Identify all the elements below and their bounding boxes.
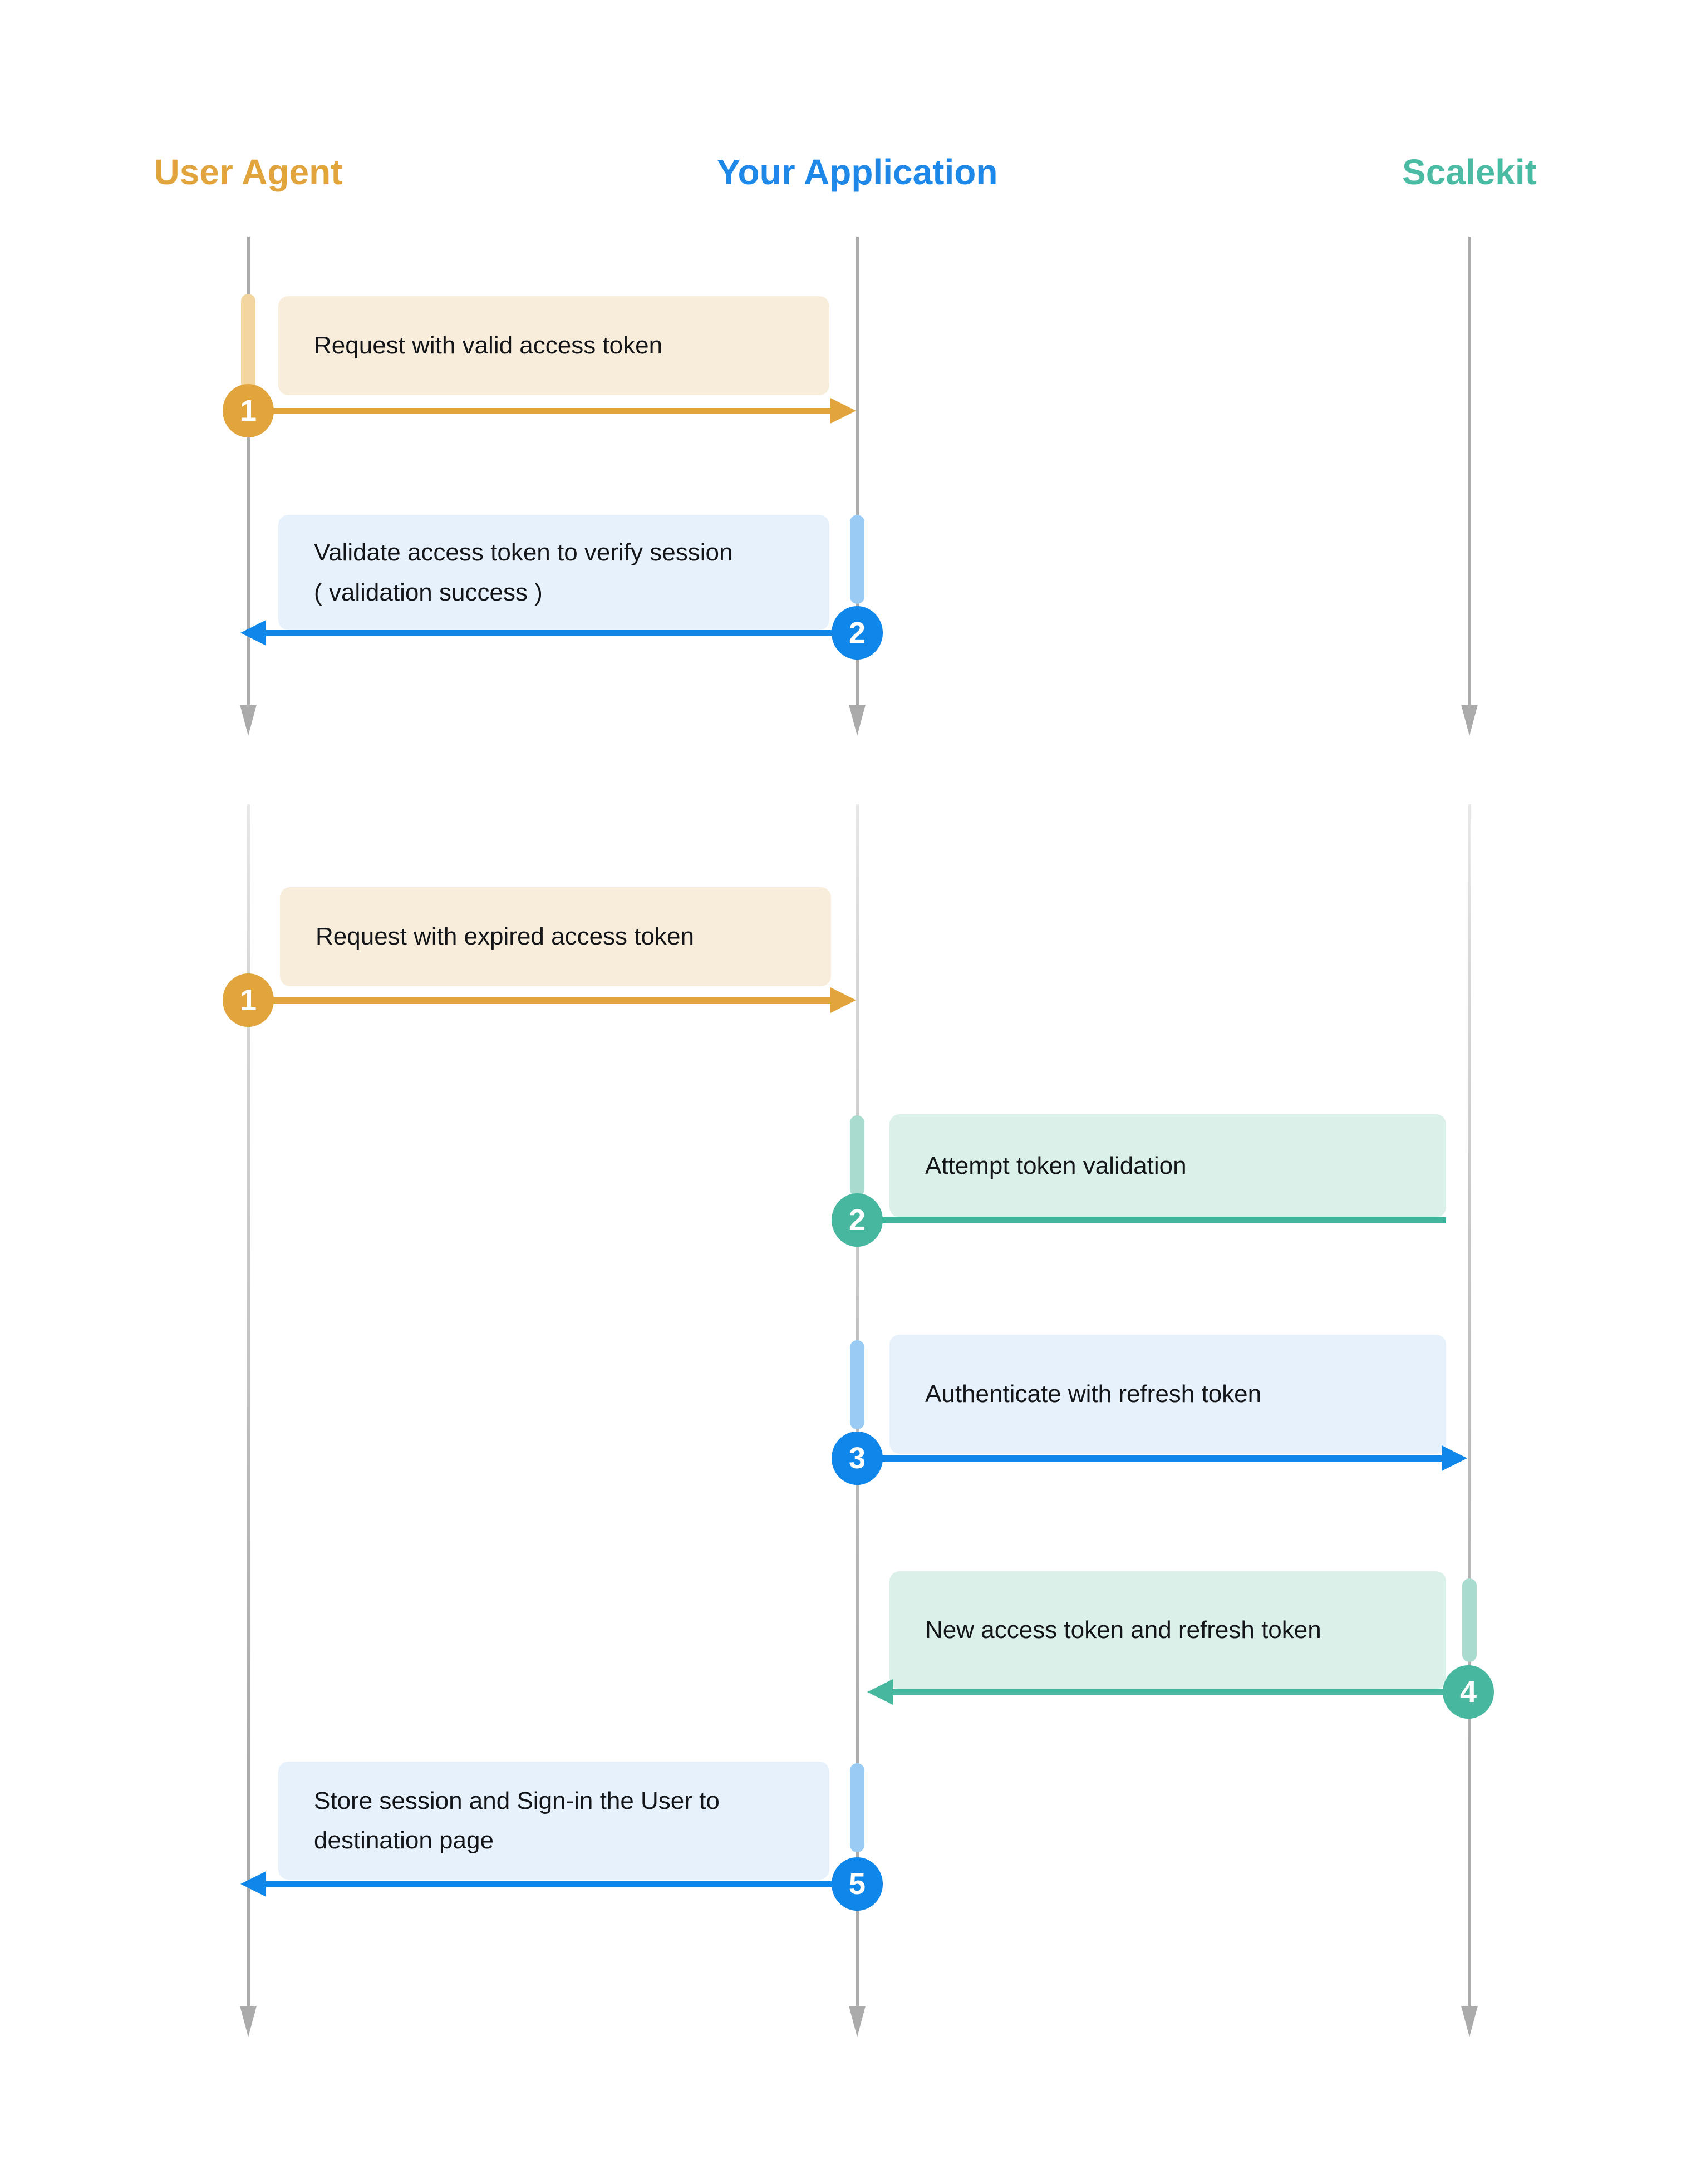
message-box-new-tokens: New access token and refresh token [889, 1571, 1446, 1689]
activation-bar-scalekit [1462, 1578, 1477, 1662]
lifeline-arrowhead-icon [849, 705, 866, 736]
message-arrow-line [248, 408, 833, 414]
lifeline-arrowhead-icon [240, 705, 257, 736]
message-box-validate-token: Validate access token to verify session … [278, 515, 829, 630]
actor-label-scalekit: Scalekit [1402, 152, 1537, 192]
lifeline-scalekit-section2 [1468, 804, 1471, 2007]
step-badge: 2 [832, 606, 883, 660]
lifeline-scalekit-section1 [1468, 237, 1471, 706]
actor-label-your-application: Your Application [716, 152, 998, 192]
lifeline-user-agent-section1 [247, 237, 250, 706]
lifeline-user-agent-section2 [247, 804, 250, 2007]
step-badge: 4 [1443, 1665, 1494, 1719]
message-box-attempt-validation: Attempt token validation [889, 1114, 1446, 1217]
step-badge: 1 [223, 973, 274, 1027]
arrow-right-icon [830, 398, 856, 424]
activation-bar-your-application [850, 1115, 864, 1197]
actor-label-user-agent: User Agent [154, 152, 343, 192]
arrow-left-icon [240, 1871, 266, 1897]
step-badge: 2 [832, 1193, 883, 1247]
lifeline-arrowhead-icon [1461, 2006, 1478, 2037]
message-arrow-line [248, 997, 833, 1004]
step-badge: 1 [223, 384, 274, 437]
step-badge: 3 [832, 1432, 883, 1485]
activation-bar-user-agent [241, 294, 255, 397]
message-box-request-valid-token: Request with valid access token [278, 296, 829, 395]
message-arrow-line [266, 630, 857, 636]
arrow-right-icon [1442, 1445, 1467, 1471]
message-box-authenticate-refresh: Authenticate with refresh token [889, 1335, 1446, 1454]
arrow-left-icon [240, 620, 266, 646]
message-arrow-line [857, 1455, 1443, 1462]
lifeline-arrowhead-icon [849, 2006, 866, 2037]
lifeline-your-application-section1 [856, 237, 859, 706]
message-box-request-expired-token: Request with expired access token [280, 887, 831, 986]
message-box-store-session: Store session and Sign-in the User to de… [278, 1762, 829, 1880]
lifeline-arrowhead-icon [240, 2006, 257, 2037]
lifeline-arrowhead-icon [1461, 705, 1478, 736]
message-arrow-line [266, 1881, 857, 1887]
arrow-right-icon [830, 987, 856, 1013]
arrow-left-icon [867, 1679, 893, 1705]
message-arrow-line [893, 1689, 1469, 1695]
self-message-line [857, 1217, 1446, 1223]
activation-bar-your-application [850, 1340, 864, 1429]
step-badge: 5 [832, 1857, 883, 1911]
activation-bar-your-application [850, 515, 864, 604]
activation-bar-your-application [850, 1763, 864, 1852]
